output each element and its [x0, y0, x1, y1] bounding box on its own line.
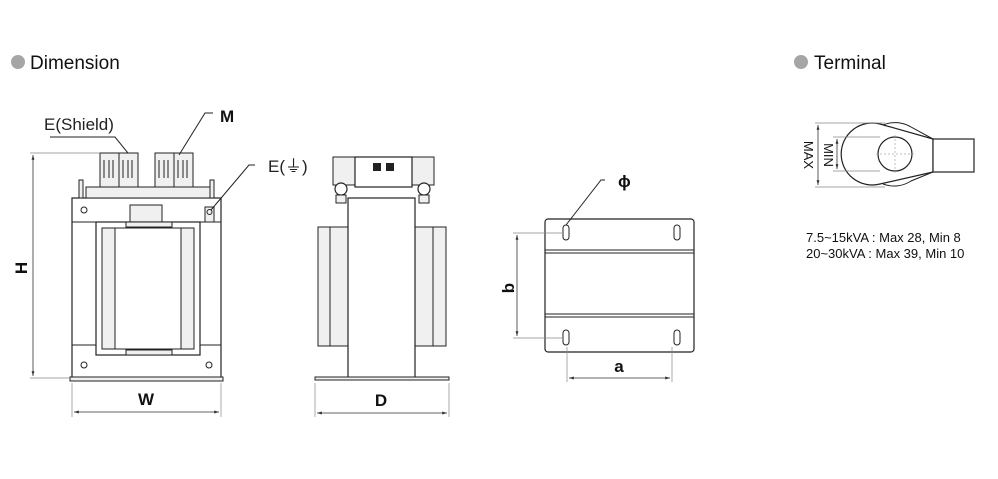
terminal-spec-line: 7.5~15kVA : Max 28, Min 8	[806, 230, 961, 245]
bullet-icon	[11, 55, 25, 69]
bottom-view: ϕ b a	[499, 172, 695, 382]
side-view: D	[314, 156, 450, 417]
terminal-spec-line: 20~30kVA : Max 39, Min 10	[806, 246, 964, 261]
min-label: MIN	[821, 143, 836, 167]
dimension-heading: Dimension	[11, 53, 120, 74]
terminal-title: Terminal	[814, 53, 886, 74]
terminal-heading: Terminal	[794, 53, 886, 74]
mount-width-label: a	[614, 357, 624, 376]
shield-earth-label: E(Shield)	[44, 115, 114, 134]
dimension-title: Dimension	[30, 53, 120, 74]
mount-depth-label: b	[499, 283, 518, 293]
ground-earth-label: E(⏚)	[268, 157, 308, 176]
front-view: E(Shield) M E(⏚) H W	[12, 107, 308, 417]
bullet-icon	[794, 55, 808, 69]
terminal-block-main	[154, 152, 194, 188]
height-label: H	[12, 262, 31, 274]
ring-terminal-drawing: MAX MIN	[801, 122, 975, 188]
width-label: W	[138, 390, 155, 409]
main-terminal-label: M	[220, 107, 234, 126]
terminal-block-shield	[99, 152, 139, 188]
max-label: MAX	[801, 141, 816, 170]
depth-label: D	[375, 391, 387, 410]
hole-diameter-label: ϕ	[618, 172, 631, 191]
